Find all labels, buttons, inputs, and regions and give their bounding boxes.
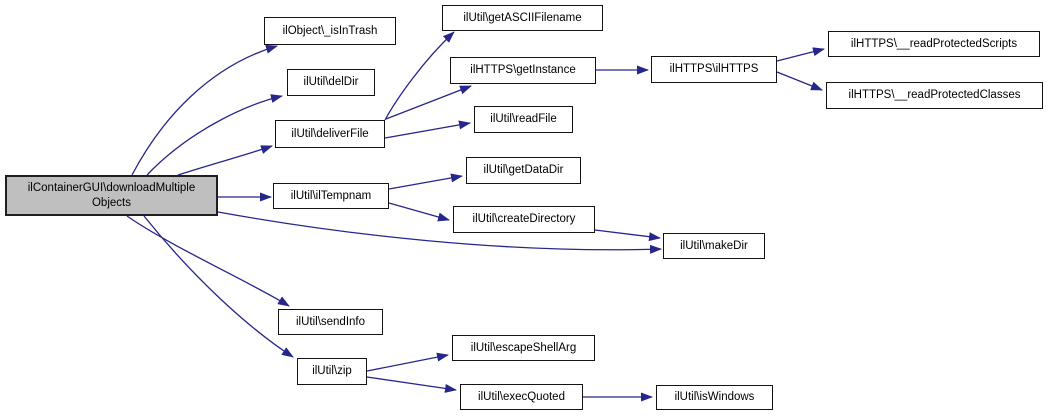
node-ilhttps-readprotectedscripts[interactable]: ilHTTPS\__readProtectedScripts [828, 31, 1040, 57]
node-label: ilHTTPS\ilHTTPS [669, 63, 759, 76]
node-ilutil-getasciifilename[interactable]: ilUtil\getASCIIFilename [442, 5, 603, 31]
node-ilutil-iltempnam[interactable]: ilUtil\ilTempnam [273, 183, 389, 209]
edge-main-zip [143, 215, 294, 358]
node-label: ilUtil\escapeShellArg [470, 341, 577, 354]
node-ilcontainergui-downloadmultipleobjects: ilContainerGUI\downloadMultiple Objects [5, 175, 218, 216]
node-ilhttps-getinstance[interactable]: ilHTTPS\getInstance [450, 57, 596, 84]
node-ilhttps-readprotectedclasses[interactable]: ilHTTPS\__readProtectedClasses [826, 82, 1043, 109]
node-label: ilUtil\execQuoted [478, 390, 565, 403]
edge-main-sendinfo [126, 215, 290, 307]
node-label: ilUtil\delDir [303, 76, 359, 89]
node-ilutil-readfile[interactable]: ilUtil\readFile [474, 106, 573, 133]
node-label: ilUtil\getASCIIFilename [463, 11, 582, 24]
node-label: ilUtil\createDirectory [472, 213, 576, 226]
edge-ilhttps-readprotectedclasses [776, 71, 823, 91]
node-ilutil-escapeshellarg[interactable]: ilUtil\escapeShellArg [452, 335, 595, 361]
node-ilutil-execquoted[interactable]: ilUtil\execQuoted [460, 384, 583, 410]
node-ilutil-getdatadir[interactable]: ilUtil\getDataDir [466, 157, 581, 184]
edge-main-isintrash [131, 44, 278, 176]
node-label: ilHTTPS\__readProtectedClasses [848, 89, 1021, 102]
node-ilutil-deldir[interactable]: ilUtil\delDir [287, 69, 375, 96]
node-label: ilUtil\isWindows [674, 391, 755, 404]
node-label: ilUtil\zip [312, 365, 352, 378]
node-label: ilHTTPS\getInstance [470, 64, 576, 77]
edge-zip-execquoted [366, 376, 457, 393]
edge-main-deldir [146, 94, 283, 176]
node-label: ilContainerGUI\downloadMultiple Objects [27, 182, 196, 209]
node-ilhttps-ilhttps[interactable]: ilHTTPS\ilHTTPS [651, 56, 777, 83]
edge-iltempnam-createdirectory [388, 202, 450, 222]
node-ilutil-sendinfo[interactable]: ilUtil\sendInfo [278, 309, 383, 335]
edge-main-deliverfile [177, 145, 273, 176]
node-ilutil-zip[interactable]: ilUtil\zip [297, 358, 367, 385]
edge-createdirectory-makedir [594, 229, 661, 242]
node-ilutil-makedir[interactable]: ilUtil\makeDir [663, 233, 765, 259]
node-ilutil-createdirectory[interactable]: ilUtil\createDirectory [453, 206, 595, 233]
edge-iltempnam-getdatadir [388, 173, 463, 190]
edge-deliverfile-readfile [384, 120, 471, 139]
node-ilobject-isintrash[interactable]: ilObject\_isInTrash [264, 17, 396, 45]
node-ilutil-iswindows[interactable]: ilUtil\isWindows [656, 385, 773, 410]
edge-ilhttps-readprotectedscripts [776, 47, 825, 62]
edge-zip-escapeshellarg [366, 352, 449, 372]
edge-deliverfile-getasciifilename [384, 31, 455, 121]
node-label: ilUtil\getDataDir [483, 164, 564, 177]
node-label: ilUtil\sendInfo [295, 315, 366, 328]
edge-deliverfile-getinstance [385, 85, 472, 120]
edge-main-makedir [217, 211, 662, 254]
node-label: ilObject\_isInTrash [282, 24, 378, 37]
node-label: ilUtil\makeDir [680, 239, 748, 252]
node-label: ilHTTPS\__readProtectedScripts [850, 37, 1018, 50]
node-label: ilUtil\ilTempnam [290, 189, 372, 202]
node-label: ilUtil\readFile [490, 113, 557, 126]
node-ilutil-deliverfile[interactable]: ilUtil\deliverFile [275, 120, 385, 148]
node-label: ilUtil\deliverFile [291, 127, 369, 140]
